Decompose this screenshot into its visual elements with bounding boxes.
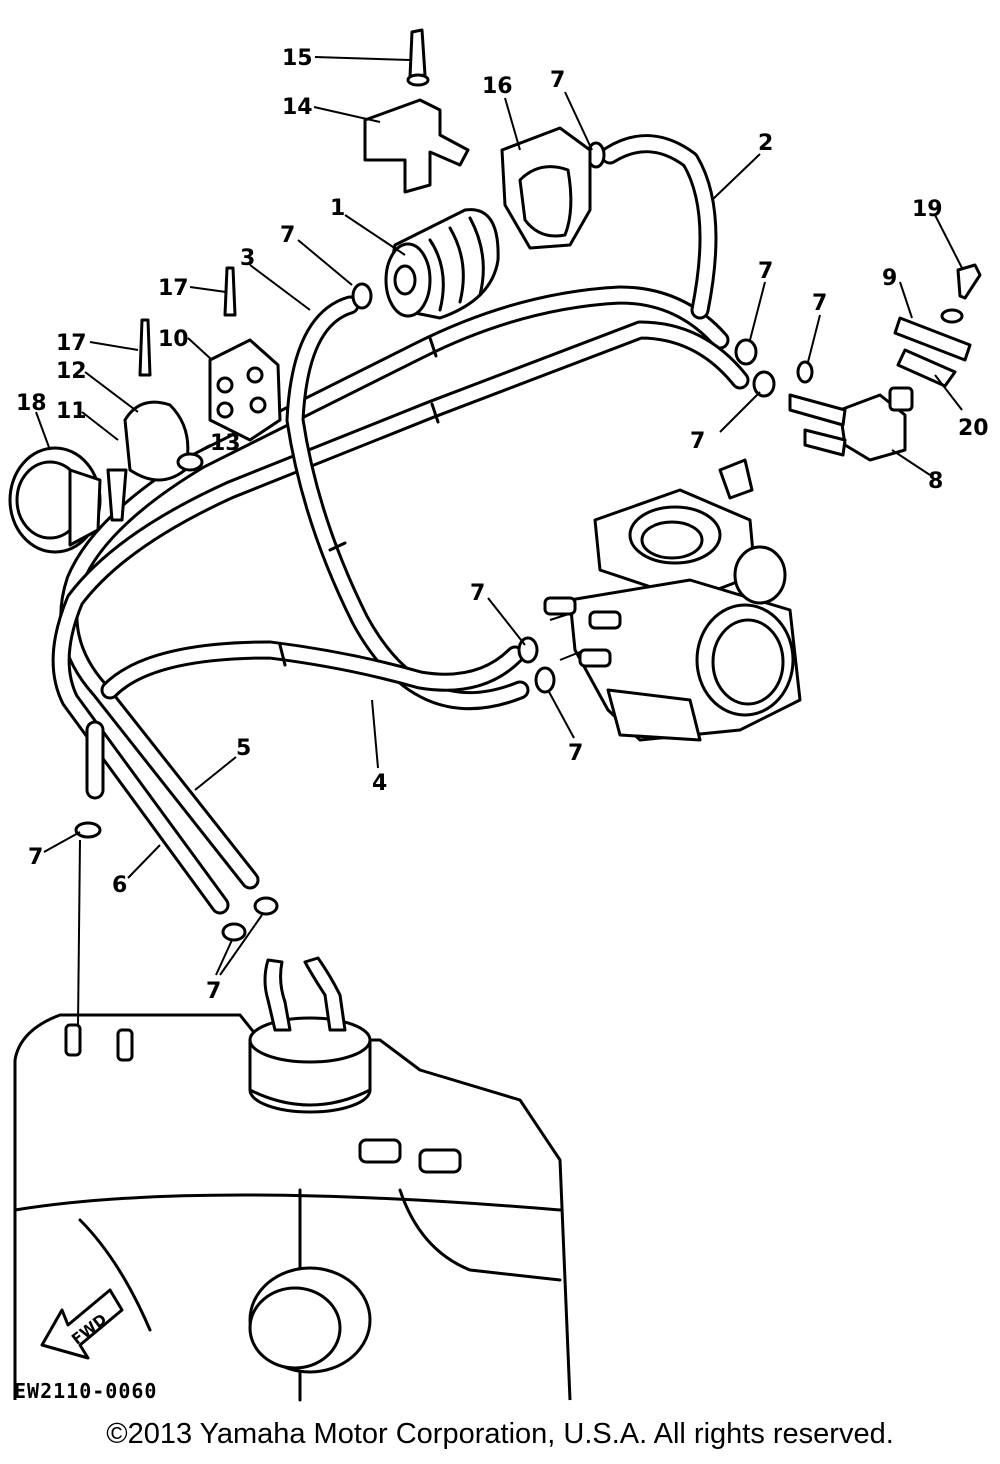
fuel-tank [13,1013,572,1402]
callout-13: 13 [210,431,241,456]
callout-9: 9 [882,266,897,291]
clamp-assembly [106,318,204,522]
filter-bracket [363,28,470,194]
callout-7-g: 7 [568,741,583,766]
callout-7-c: 7 [758,259,773,284]
callout-6: 6 [112,873,127,898]
callout-18: 18 [16,391,47,416]
end-cover [8,446,102,554]
callout-14: 14 [282,95,313,120]
callout-1: 1 [330,196,345,221]
callout-3: 3 [240,246,255,271]
callout-17-b: 17 [56,331,87,356]
carburetor [543,458,802,742]
callout-7-h: 7 [28,845,43,870]
callout-7-b: 7 [280,223,295,248]
leader-lines [35,56,963,1026]
callout-20: 20 [958,416,989,441]
callout-10: 10 [158,327,189,352]
callout-7-i: 7 [206,979,221,1004]
fuel-filter [384,208,500,320]
callout-15: 15 [282,46,313,71]
callout-12: 12 [56,359,87,384]
callout-11: 11 [56,399,87,424]
callout-7-a: 7 [550,68,565,93]
callout-4: 4 [372,771,387,796]
hose-joint [208,266,282,442]
fuel-cock [788,263,982,462]
callout-7-e: 7 [690,429,705,454]
callout-7-f: 7 [470,581,485,606]
callout-17-a: 17 [158,276,189,301]
copyright-notice: ©2013 Yamaha Motor Corporation, U.S.A. A… [106,1418,894,1450]
diagram-code: EW2110-0060 [14,1379,157,1403]
callout-8: 8 [928,469,943,494]
callout-16: 16 [482,74,513,99]
filter-holder [500,126,592,250]
callout-19: 19 [912,197,943,222]
hose-clamps [74,141,814,942]
fuel-pickup-unit [248,956,372,1114]
callout-7-d: 7 [812,291,827,316]
callout-5: 5 [236,736,251,761]
callout-labels: 15 14 16 7 2 1 7 3 17 17 10 12 11 13 18 … [16,46,989,1004]
callout-2: 2 [758,131,773,156]
